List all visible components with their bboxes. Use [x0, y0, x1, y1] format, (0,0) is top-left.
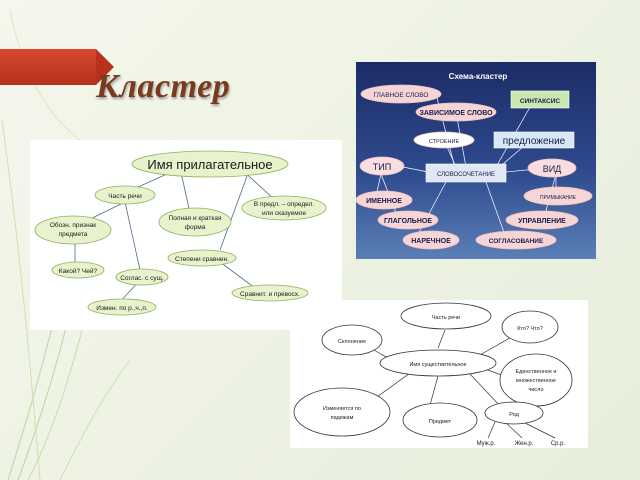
node-sravnit: Сравнит. и превосх.: [240, 291, 300, 298]
node-zavisimoe: ЗАВИСИМОЕ СЛОВО: [419, 110, 493, 117]
title-accent-band: [0, 49, 114, 85]
noun-cluster-panel: Часть речи Кто? Что? Склонение Имя сущес…: [290, 300, 588, 448]
node-narechnoe: НАРЕЧНОЕ: [411, 238, 451, 245]
node-sintaksis: СИНТАКСИС: [520, 98, 561, 105]
node-soglas: Соглас. с сущ.: [120, 275, 164, 282]
node-izmen-line2: падежам: [331, 415, 354, 421]
slide-title: Кластер: [96, 68, 231, 105]
adjective-cluster-diagram: Имя прилагательное Часть речи Обозн. при…: [34, 150, 327, 316]
node-oboz-line2: предмета: [59, 231, 88, 238]
node-vpredl-line2: или сказуемое: [262, 210, 306, 217]
node-chast-rechi: Часть речи: [432, 315, 460, 321]
adjective-cluster-panel: Имя прилагательное Часть речи Обозн. при…: [30, 140, 342, 330]
node-muzh: Муж.р.: [477, 441, 496, 447]
node-edin-line1: Единственное и: [516, 369, 557, 375]
cluster-title: Схема-кластер: [449, 72, 508, 81]
node-rod: Род: [509, 412, 519, 418]
node-stroenie: СТРОЕНИЕ: [429, 139, 460, 145]
node-edin-line2: множественное: [516, 378, 556, 384]
node-vpredl-line1: В предл. – определ.: [254, 201, 315, 208]
node-chast-rechi: Часть речи: [108, 193, 142, 200]
phrase-cluster-diagram: Схема-кластер: [355, 72, 593, 250]
node-slovosochetanie: СЛОВОСОЧЕТАНИЕ: [437, 172, 495, 178]
node-soglasovanie: СОГЛАСОВАНИЕ: [489, 238, 544, 245]
node-sr: Ср.р.: [551, 441, 566, 447]
node-izmen-line1: Изменяется по: [323, 406, 361, 412]
node-vid: ВИД: [543, 164, 562, 174]
node-glavnoe: ГЛАВНОЕ СЛОВО: [374, 92, 429, 99]
node-kto-chto: Кто? Что?: [517, 326, 543, 332]
phrase-cluster-panel: Схема-кластер: [355, 62, 596, 259]
noun-cluster-diagram: Часть речи Кто? Что? Склонение Имя сущес…: [293, 302, 573, 447]
node-kakoy: Какой? Чей?: [59, 267, 98, 275]
node-predmet: Предмет: [429, 419, 452, 425]
node-stepeni: Степени сравнен.: [175, 256, 229, 263]
node-imennoe: ИМЕННОЕ: [366, 198, 402, 205]
node-edin-line3: число: [528, 387, 543, 393]
center-node: Имя существительное: [409, 362, 466, 368]
node-glagolnoe: ГЛАГОЛЬНОЕ: [384, 218, 432, 225]
node-sklonenie: Склонение: [338, 339, 366, 345]
node-predlozhenie: предложение: [503, 136, 566, 147]
node-zhen: Жен.р.: [515, 441, 534, 447]
node-tip: ТИП: [373, 162, 391, 172]
node-izmen: Измен. по р.,ч.,п.: [96, 305, 148, 312]
root-node: Имя прилагательное: [147, 157, 272, 172]
node-polnaya-line1: Полная и краткая: [169, 215, 222, 222]
node-upravlenie: УПРАВЛЕНИЕ: [518, 218, 566, 225]
node-oboz-line1: Обозн. признак: [50, 221, 96, 229]
node-primykanie: ПРИМЫКАНИЕ: [540, 195, 577, 201]
node-polnaya-line2: форма: [185, 224, 206, 231]
